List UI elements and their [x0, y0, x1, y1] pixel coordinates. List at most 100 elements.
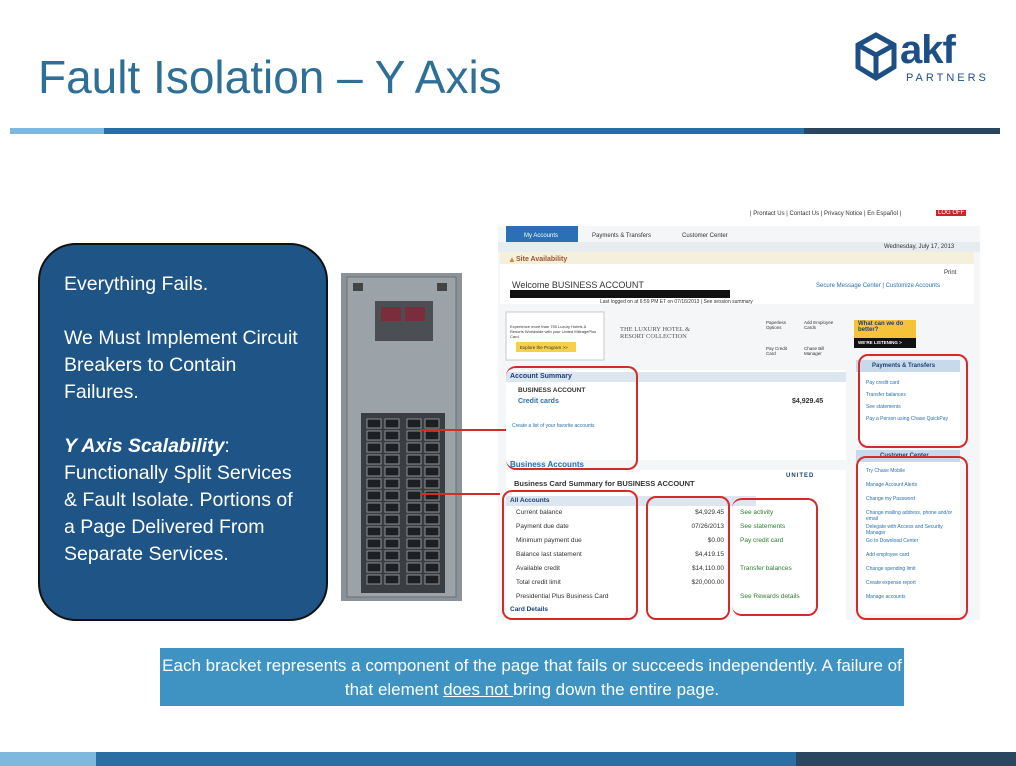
summary-row-label: Available credit: [516, 565, 560, 572]
business-accounts-header: Business Accounts: [510, 460, 584, 469]
slide-title: Fault Isolation – Y Axis: [38, 51, 502, 103]
customer-link[interactable]: Manage accounts: [866, 594, 906, 600]
tab-my-accounts[interactable]: My Accounts: [524, 233, 559, 239]
tab-payments-transfers[interactable]: Payments & Transfers: [592, 233, 652, 239]
top-links[interactable]: | Prontact Us | Contact Us | Privacy Not…: [750, 211, 902, 217]
payments-header: Payments & Transfers: [872, 363, 936, 369]
bottom-divider-end: [796, 752, 1016, 766]
breaker-switch: [424, 430, 440, 441]
summary-row-label: Presidential Plus Business Card: [516, 593, 609, 600]
breaker-switch: [384, 562, 400, 573]
summary-row-value: $14,110.00: [691, 565, 724, 572]
credit-cards-link[interactable]: Credit cards: [518, 398, 559, 405]
summary-row-action[interactable]: See statements: [740, 523, 786, 530]
akf-logo: akf PARTNERS: [854, 28, 994, 88]
customer-link[interactable]: Go to Download Center: [866, 538, 919, 544]
customer-link[interactable]: Create expense report: [866, 580, 916, 586]
payments-link[interactable]: Pay a Person using Chase QuickPay: [866, 416, 948, 422]
summary-row-label: Minimum payment due: [516, 537, 582, 544]
promo-text: Experience more than 750 Luxury Hotels &…: [510, 324, 597, 339]
callout-line-2: We Must Implement Circuit Breakers to Co…: [64, 327, 298, 403]
cube-icon: [855, 32, 897, 81]
callout-body: Functionally Split Services & Fault Isol…: [64, 462, 293, 565]
callout-line-3: Y Axis Scalability:Functionally Split Se…: [64, 433, 302, 568]
breaker-switch: [406, 466, 422, 477]
summary-row-label: Balance last statement: [516, 551, 582, 558]
caption-box: Each bracket represents a component of t…: [160, 648, 904, 706]
quick-icon-1[interactable]: Paperless Options: [766, 320, 787, 330]
print-link[interactable]: Print: [944, 270, 957, 276]
breaker-switch: [384, 490, 400, 501]
warning-icon: ▲: [508, 255, 516, 264]
account-summary-header: Account Summary: [510, 373, 572, 380]
secure-links[interactable]: Secure Message Center | Customize Accoun…: [816, 283, 940, 289]
summary-row-action[interactable]: Transfer balances: [740, 565, 792, 572]
breaker-switch: [384, 466, 400, 477]
breaker-switch: [384, 430, 400, 441]
breaker-switch: [366, 466, 382, 477]
customer-link[interactable]: Change spending limit: [866, 566, 916, 572]
customer-link[interactable]: Change mailing address, phone and/or ema…: [866, 510, 953, 522]
feedback-prompt[interactable]: What can we do better?: [858, 321, 904, 333]
breaker-switch: [366, 514, 382, 525]
breaker-switch: [424, 526, 440, 537]
web-page-screenshot: | Prontact Us | Contact Us | Privacy Not…: [470, 200, 980, 620]
payments-link[interactable]: See statements: [866, 404, 901, 410]
breaker-switch: [406, 550, 422, 561]
top-divider-end: [804, 128, 1000, 134]
summary-row-label: Payment due date: [516, 523, 569, 530]
breaker-switch: [384, 538, 400, 549]
summary-row-action[interactable]: See activity: [740, 509, 774, 516]
customer-link[interactable]: Change my Password: [866, 496, 915, 502]
luxury-logo: THE LUXURY HOTEL & RESORT COLLECTION: [620, 326, 691, 340]
breaker-switch: [384, 502, 400, 513]
breaker-switch: [384, 454, 400, 465]
log-off-button[interactable]: LOG OFF: [936, 210, 967, 216]
breaker-switch: [384, 574, 400, 585]
account-page-image: [498, 226, 980, 620]
breaker-switch: [406, 454, 422, 465]
summary-row-action[interactable]: See Rewards details: [740, 593, 800, 600]
breaker-switch: [424, 514, 440, 525]
customer-link[interactable]: Try Chase Mobile: [866, 468, 905, 474]
breaker-switch: [406, 418, 422, 429]
tab-customer-center[interactable]: Customer Center: [682, 233, 728, 239]
payments-link[interactable]: Transfer balances: [866, 392, 906, 398]
summary-row-action[interactable]: Pay credit card: [740, 537, 784, 544]
create-list-link[interactable]: Create a list of your favorite accounts: [512, 423, 595, 429]
circuit-breaker-photo: [341, 273, 462, 601]
top-divider-dark: [104, 128, 804, 134]
callout-line-1: Everything Fails.: [64, 273, 209, 295]
caption-part-2: bring down the entire page.: [513, 680, 720, 699]
breaker-switch: [384, 442, 400, 453]
payments-link[interactable]: Pay credit card: [866, 380, 900, 386]
quick-icon-4[interactable]: Chase Bill Manager: [804, 346, 825, 356]
quick-icon-3[interactable]: Pay Credit Card: [766, 346, 788, 356]
breaker-switch: [424, 478, 440, 489]
site-availability[interactable]: Site Availability: [516, 256, 568, 263]
customer-link[interactable]: Delegate with Access and Security Manage…: [866, 524, 943, 536]
caption-underlined: does not: [443, 680, 514, 699]
breaker-switch: [424, 538, 440, 549]
breaker-switch: [424, 550, 440, 561]
quick-icon-2[interactable]: Add Employee Cards: [804, 320, 834, 330]
logo-subtitle: PARTNERS: [906, 72, 989, 84]
summary-row-value: 07/26/2013: [691, 523, 724, 530]
breaker-switch: [366, 502, 382, 513]
breaker-switch: [406, 574, 422, 585]
breaker-switch: [424, 502, 440, 513]
bracket-account-summary: [506, 366, 638, 470]
breaker-switch: [406, 430, 422, 441]
bracket-customer: [856, 456, 968, 620]
feedback-button[interactable]: WE'RE LISTENING >: [858, 340, 902, 345]
customer-link[interactable]: Manage Account Alerts: [866, 482, 918, 488]
customer-link[interactable]: Add employee card: [866, 552, 910, 558]
summary-row-label: Total credit limit: [516, 579, 561, 586]
breaker-switch: [406, 538, 422, 549]
summary-row-value: $0.00: [707, 537, 724, 544]
callout-colon: :: [224, 435, 230, 457]
date-label: Wednesday, July 17, 2013: [884, 244, 955, 250]
promo-button[interactable]: Explore the Program >>: [520, 345, 568, 350]
bottom-divider-dark: [96, 752, 796, 766]
top-divider-light: [10, 128, 104, 134]
